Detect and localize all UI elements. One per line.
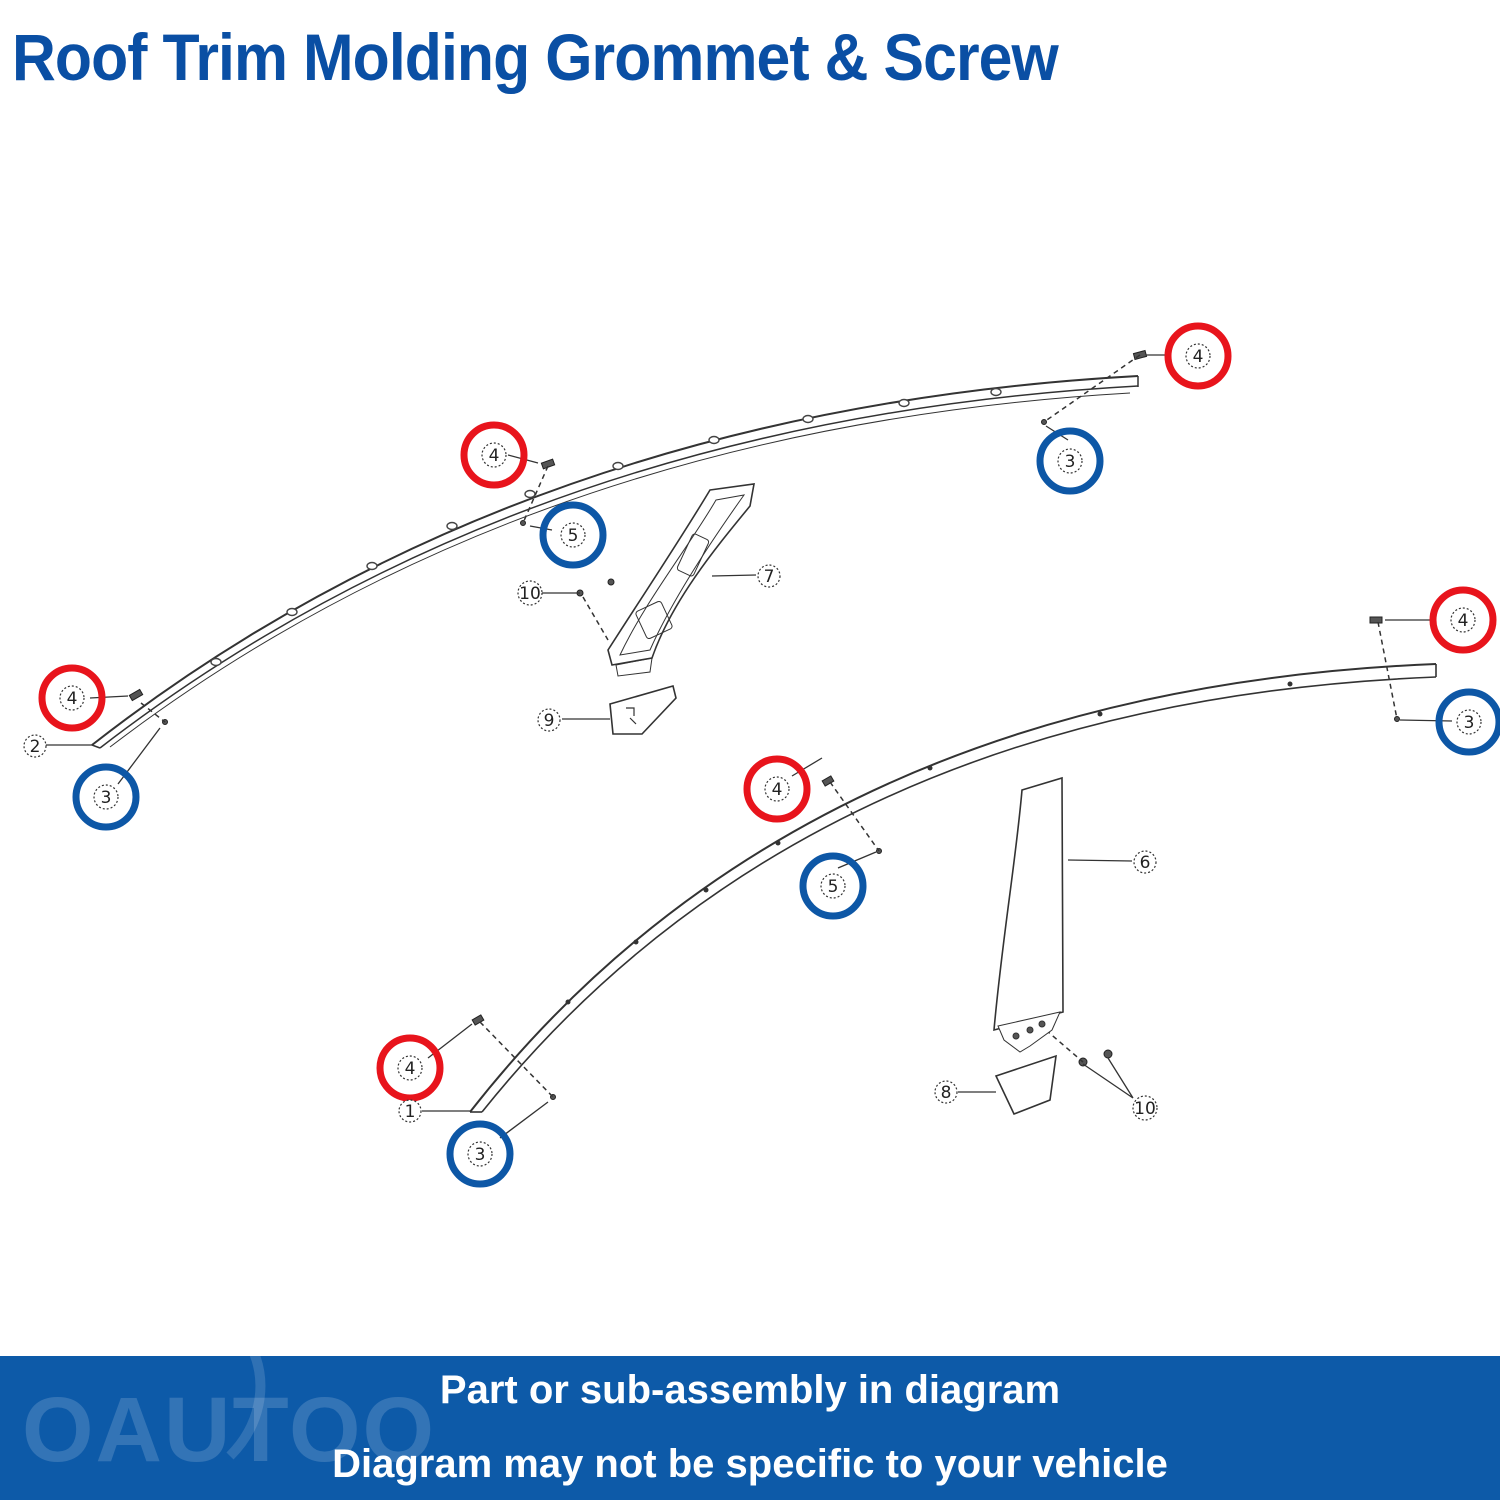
- callout-4: 4: [67, 689, 78, 709]
- highlight-rings-screw: [72, 427, 1500, 1188]
- pillar-garnish-upper: [607, 483, 755, 677]
- callout-8: 8: [941, 1083, 952, 1103]
- callout-4: 4: [489, 446, 500, 466]
- watermark-swoosh: [226, 1356, 266, 1460]
- callout-10: 10: [1134, 1099, 1156, 1119]
- callout-circles: [23, 343, 1482, 1167]
- callout-labels: 4 4 4 4 4 4 3 5 3 3 5 3 2 1 10 7 9 6 8 1…: [30, 347, 1475, 1165]
- callout-9: 9: [544, 711, 555, 731]
- callout-4: 4: [1458, 611, 1469, 631]
- callout-1: 1: [405, 1102, 416, 1122]
- callout-3: 3: [475, 1145, 486, 1165]
- callout-leader-lines: [44, 354, 1453, 1139]
- callout-4: 4: [1193, 347, 1204, 367]
- upper-roof-molding: [91, 375, 1139, 749]
- pillar-cover-upper: [609, 685, 677, 735]
- callout-4: 4: [772, 780, 783, 800]
- lower-molding-clip-marks: [565, 681, 1293, 1005]
- pillar-cover-lower: [994, 1054, 1057, 1116]
- callout-6: 6: [1140, 853, 1151, 873]
- lower-roof-molding: [469, 663, 1437, 1113]
- callout-3: 3: [1065, 452, 1076, 472]
- page-title: Roof Trim Molding Grommet & Screw: [12, 20, 1059, 94]
- fastener-icons: [128, 349, 1400, 1100]
- banner-line-1: Part or sub-assembly in diagram: [439, 1368, 1061, 1412]
- callout-2: 2: [30, 737, 41, 757]
- callout-3: 3: [1464, 713, 1475, 733]
- watermark-logo: OAUTOO: [22, 1379, 437, 1481]
- upper-molding-clip-slots: [210, 387, 1002, 667]
- callout-10: 10: [519, 584, 541, 604]
- assembly-dashed-lines: [140, 354, 1398, 1098]
- banner-line-2: Diagram may not be specific to your vehi…: [332, 1442, 1168, 1486]
- parts-diagram: 4 4 4 4 4 4 3 5 3 3 5 3 2 1 10 7 9 6 8 1…: [23, 322, 1500, 1188]
- callout-4: 4: [405, 1059, 416, 1079]
- callout-7: 7: [764, 567, 775, 587]
- callout-5: 5: [568, 526, 579, 546]
- callout-5: 5: [828, 877, 839, 897]
- info-banner: OAUTOO Part or sub-assembly in diagram D…: [0, 1356, 1500, 1500]
- highlight-rings-grommet: [38, 322, 1497, 1102]
- callout-3: 3: [101, 788, 112, 808]
- pillar-garnish-lower: [993, 776, 1064, 1053]
